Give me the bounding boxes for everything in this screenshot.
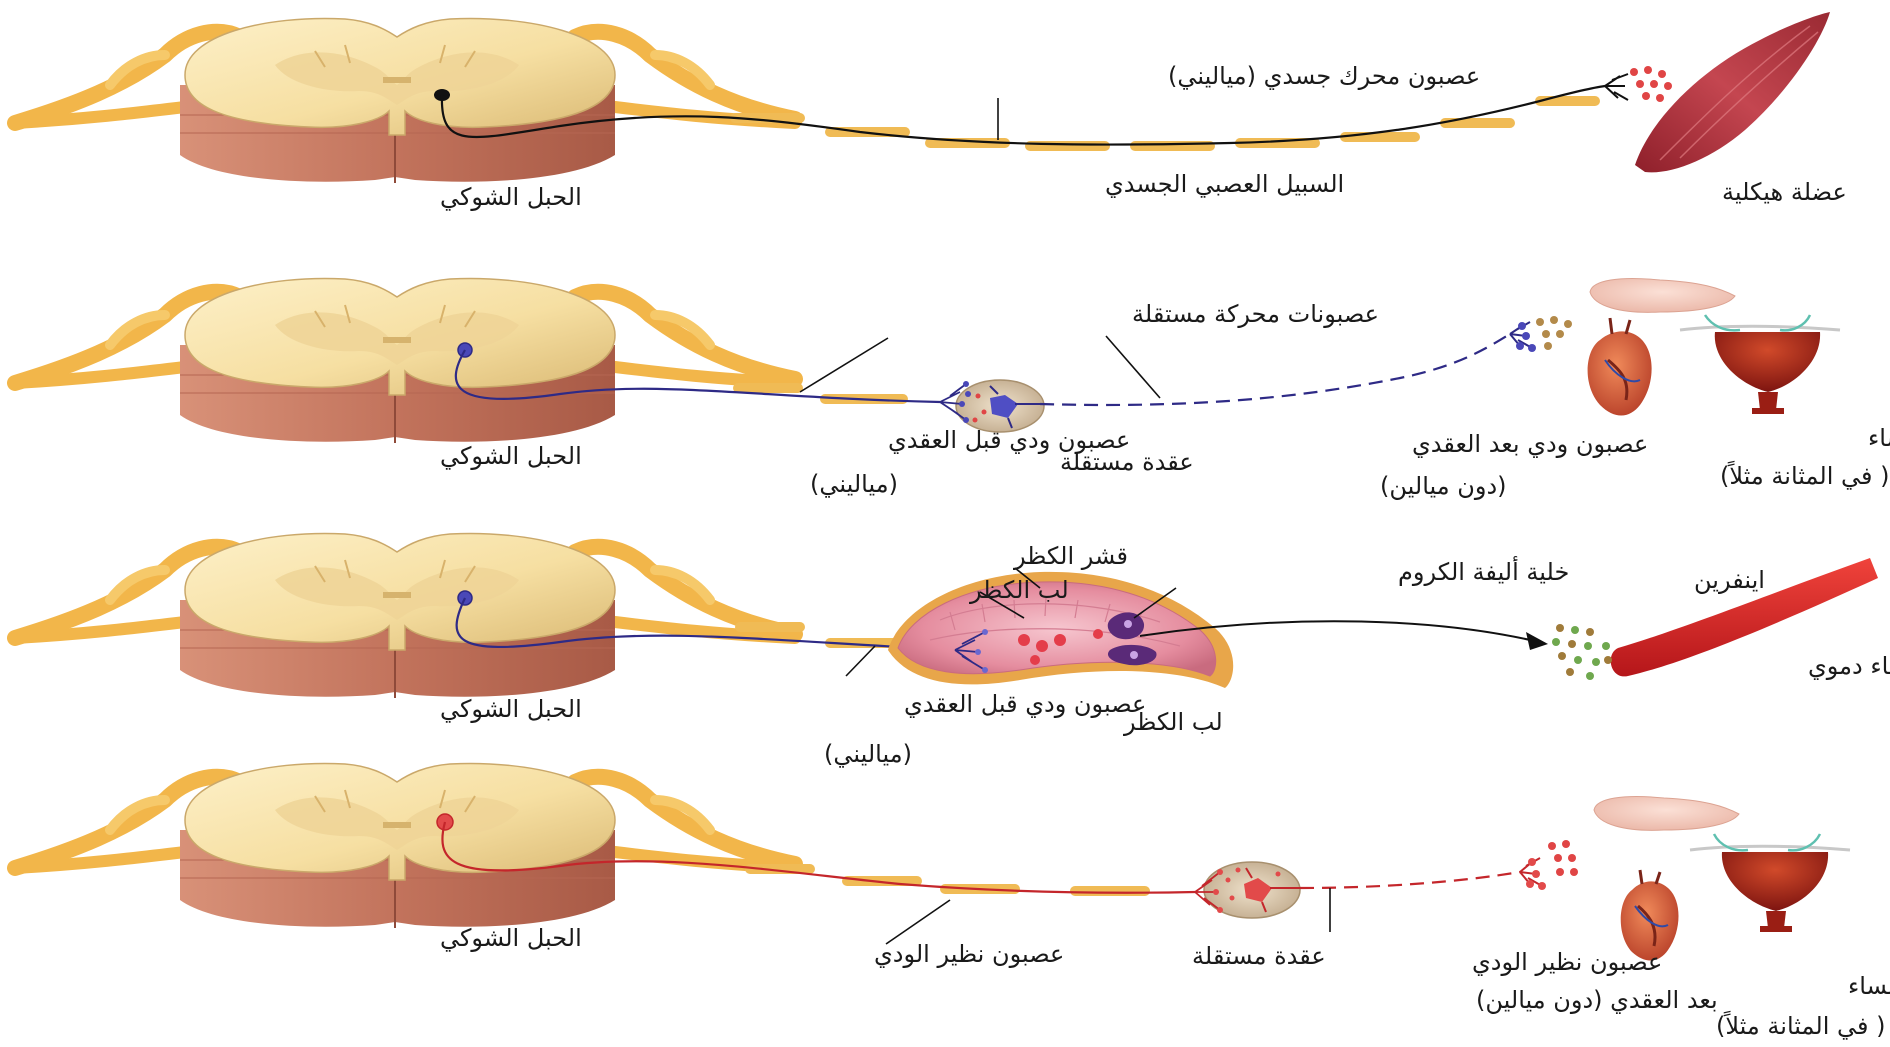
- gland-illustration: [1589, 278, 1736, 313]
- epinephrine-label: اينفرين: [1694, 566, 1765, 594]
- autonomic-ganglion-label: عقدة مستقلة: [1060, 448, 1194, 476]
- epinephrine-release-arrow: [1139, 620, 1531, 641]
- panel-adrenal-medulla: الحبل الشوكي: [15, 533, 1890, 768]
- somatic-pathway-label: السبيل العصبي الجسدي: [1105, 170, 1344, 198]
- blood-vessel-illustration: [1610, 558, 1878, 677]
- leader-line: [799, 337, 889, 393]
- panel-sympathetic-ganglion: الحبل الشوكي: [15, 278, 1890, 500]
- panel-parasympathetic: الحبل الشوكي: [15, 763, 1890, 1040]
- axon-terminal: [1604, 73, 1629, 101]
- chromaffin-cell-label: خلية أليفة الكروم: [1398, 556, 1569, 586]
- spinal-cord-illustration: [15, 763, 795, 928]
- autonomic-motor-neurons-title: عصبونات محركة مستقلة: [1132, 300, 1379, 328]
- somatic-motor-neuron-label: عصبون محرك جسدي (ميا‌ليني): [1168, 62, 1480, 90]
- adrenal-cortex-label: قشر الكظر: [1013, 542, 1128, 570]
- effector-organs-example: ( في المثانة مثلاً): [1720, 460, 1889, 490]
- effector-organs-example: ( في المثانة مثلاً): [1716, 1010, 1885, 1040]
- neurotransmitter-vesicles: [1536, 316, 1572, 350]
- preganglionic-myelin-note: (مياليني): [824, 740, 912, 768]
- panel-somatic: الحبل الشوكي عصبون محرك جسدي (ميا‌ليني) …: [15, 12, 1847, 211]
- neurotransmitter-vesicles: [1630, 66, 1672, 102]
- postganglionic-sympathetic-label: عصبون ودي بعد العقدي: [1412, 430, 1648, 458]
- parasympathetic-neuron-label: عصبون نظير الودي: [874, 940, 1064, 968]
- postganglionic-unmyelinated-note: بعد العقدي (دون ميالين): [1476, 986, 1718, 1014]
- spinal-cord-label: الحبل الشوكي: [440, 183, 582, 211]
- leader-line: [845, 645, 876, 677]
- neurotransmitter-vesicles: [1548, 840, 1578, 876]
- skeletal-muscle-illustration: [1635, 12, 1830, 173]
- somatic-axon: [440, 84, 1606, 146]
- leader-line: [1133, 587, 1177, 619]
- epinephrine-molecules: [1552, 624, 1612, 680]
- myelin-sheath: [745, 864, 1150, 896]
- blood-vessel-label: وعاء دموي: [1808, 652, 1890, 680]
- spinal-cord-illustration: [15, 278, 795, 443]
- spinal-cord-illustration: [15, 18, 795, 183]
- leader-line: [979, 591, 1025, 619]
- spinal-cord-label: الحبل الشوكي: [440, 442, 582, 470]
- parasympathetic-preganglionic-axon: [441, 821, 1196, 894]
- heart-illustration: [1587, 317, 1652, 416]
- parasympathetic-postganglionic-axon: [1299, 870, 1521, 890]
- preganglionic-myelin-note: (مياليني): [810, 470, 898, 498]
- preganglionic-sympathetic-label: عصبون ودي قبل العقدي: [888, 426, 1130, 454]
- adrenal-gland-illustration: [888, 571, 1234, 688]
- postganglionic-unmyelinated-note: (دون ميالين): [1380, 472, 1507, 500]
- urinary-bladder-illustration: [1679, 314, 1841, 414]
- spinal-cord-label: الحبل الشوكي: [440, 924, 582, 952]
- myelin-sheath: [730, 96, 1600, 151]
- leader-line: [1014, 567, 1041, 589]
- skeletal-muscle-label: عضلة هيكلية: [1722, 178, 1847, 206]
- spinal-cord-label: الحبل الشوكي: [440, 695, 582, 723]
- postganglionic-parasympathetic-label: عصبون نظير الودي: [1472, 948, 1662, 976]
- urinary-bladder-illustration: [1689, 833, 1851, 932]
- sympathetic-preganglionic-axon: [455, 597, 956, 652]
- autonomic-ganglion-label: عقدة مستقلة: [1192, 942, 1326, 970]
- leader-line: [885, 899, 951, 945]
- heart-illustration: [1620, 869, 1679, 961]
- preganglionic-sympathetic-label: عصبون ودي قبل العقدي: [904, 690, 1146, 718]
- effector-organs-label: غدد وعضلة قلبية وعضلة ملساء: [1848, 972, 1890, 1000]
- spinal-cord-illustration: [15, 533, 795, 698]
- gland-illustration: [1593, 796, 1740, 831]
- sympathetic-postganglionic-axon: [1039, 333, 1511, 407]
- sympathetic-preganglionic-axon: [454, 349, 941, 404]
- adrenal-medulla-label: لب الكظر: [969, 576, 1069, 604]
- effector-organs-label: غدد ، عضلة قلبية وعضلة ملساء: [1868, 424, 1890, 452]
- adrenal-medulla-bottom-label: لب الكظر: [1123, 708, 1223, 736]
- leader-line: [1105, 335, 1161, 399]
